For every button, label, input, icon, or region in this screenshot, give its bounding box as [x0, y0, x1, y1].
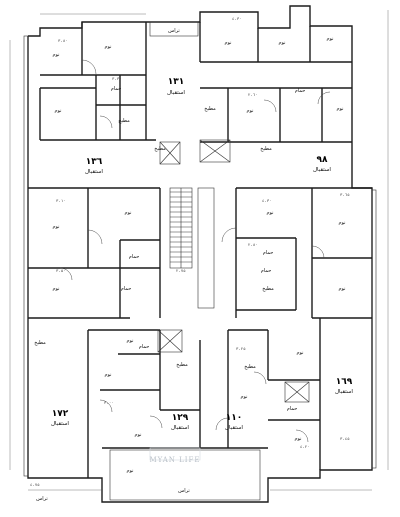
terrace-label: تراس	[36, 496, 48, 502]
dim-value: ٢.٨٠	[248, 242, 258, 247]
kitchen-label: مطبخ	[176, 362, 188, 368]
kitchen-label: مطبخ	[34, 340, 46, 346]
room-labels: نوم نوم نوم نوم نوم نوم نوم نوم نوم نوم …	[52, 36, 345, 474]
room-label: نوم	[338, 286, 345, 292]
dim-value: ٣.٨٠	[58, 38, 68, 43]
room-label: نوم	[224, 40, 231, 46]
kitchen-label: مطبخ	[154, 146, 166, 152]
unit-sub: استقبال	[167, 90, 185, 96]
dim-value: ٢.٦٠	[248, 92, 258, 97]
bath-label: حمام	[111, 86, 122, 92]
unit-area: ٩٨	[317, 155, 328, 165]
bath-label: حمام	[129, 254, 140, 260]
upper-walls	[39, 21, 352, 165]
dim-value: ٤.٣٠	[262, 198, 272, 203]
unit-area: ١٣٦	[86, 157, 103, 167]
room-label: نوم	[296, 350, 303, 356]
watermark: MYAN LIFE	[149, 447, 201, 464]
room-label: نوم	[294, 436, 301, 442]
bath-label: حمام	[139, 344, 150, 350]
room-label: نوم	[134, 432, 141, 438]
room-label: نوم	[54, 108, 61, 114]
dim-value: ٢.٧٥	[176, 268, 186, 273]
bath-label: حمام	[287, 406, 298, 412]
unit-sub: استقبال	[313, 167, 331, 173]
unit-areas: ١٣٦ استقبال ١٣١ استقبال ٩٨ استقبال ١٦٩ ا…	[51, 77, 353, 431]
lower-walls	[87, 318, 321, 501]
bath-label: حمام	[121, 286, 132, 292]
room-label: نوم	[240, 394, 247, 400]
kitchen-label: مطبخ	[244, 364, 256, 370]
unit-sub: استقبال	[51, 421, 69, 427]
dim-value: ٣.٠٠	[104, 400, 114, 405]
kitchen-label: مطبخ	[260, 146, 272, 152]
room-label: نوم	[104, 372, 111, 378]
kitchen-label: مطبخ	[118, 118, 130, 124]
room-label: نوم	[52, 224, 59, 230]
dim-value: ٣.٥٠	[56, 268, 66, 273]
room-label: نوم	[278, 40, 285, 46]
bath-label: حمام	[295, 88, 306, 94]
watermark-text: MYAN LIFE	[149, 456, 200, 464]
room-label: نوم	[266, 210, 273, 216]
unit-area: ١١٠	[226, 413, 242, 423]
dim-value: ٣.٤٥	[340, 436, 350, 441]
room-label: نوم	[338, 220, 345, 226]
bath-labels: حمام حمام حمام حمام حمام حمام حمام حمام	[111, 86, 306, 412]
dimension-lines	[9, 10, 389, 491]
bath-label: حمام	[261, 268, 272, 274]
unit-sub: استقبال	[171, 425, 189, 431]
dimension-values: ٣.٨٠ ٤.٣٠ ٣.٣٠ ٢.٦٠ ٣.١٠ ٤.٣٠ ٣.٥٠ ٢.٨٠ …	[30, 16, 350, 487]
stair-steps	[170, 191, 192, 263]
dim-value: ٣.٢٥	[236, 346, 246, 351]
dim-value: ٣.١٠	[56, 198, 66, 203]
kitchen-label: مطبخ	[262, 286, 274, 292]
dim-value: ٤.٣٠	[232, 16, 242, 21]
room-label: نوم	[52, 52, 59, 58]
room-label: نوم	[52, 286, 59, 292]
dim-value: ٤.٢٠	[300, 444, 310, 449]
room-label: نوم	[104, 44, 111, 50]
room-label: نوم	[126, 468, 133, 474]
room-label: نوم	[326, 36, 333, 42]
kitchen-label: مطبخ	[204, 106, 216, 112]
unit-sub: استقبال	[225, 425, 243, 431]
room-label: نوم	[336, 106, 343, 112]
unit-area: ١٦٩	[336, 377, 353, 387]
unit-sub: استقبال	[335, 389, 353, 395]
unit-area: ١٧٢	[52, 409, 69, 419]
middle-walls	[28, 187, 372, 319]
doors	[59, 59, 331, 443]
kitchen-labels: مطبخ مطبخ مطبخ مطبخ مطبخ مطبخ مطبخ مطبخ	[34, 106, 274, 370]
room-label: نوم	[246, 108, 253, 114]
dim-value: ٤.٧٥	[30, 482, 40, 487]
room-label: نوم	[124, 210, 131, 216]
unit-sub: استقبال	[85, 169, 103, 175]
unit-area: ١٢٩	[172, 413, 189, 423]
dim-value: ٣.٦٥	[340, 192, 350, 197]
unit-area: ١٣١	[168, 77, 184, 87]
terrace-label: تراس	[168, 28, 180, 34]
terrace-label: تراس	[178, 488, 190, 494]
room-label: نوم	[126, 338, 133, 344]
terrace-labels: تراس تراس تراس	[36, 28, 190, 502]
bath-label: حمام	[263, 250, 274, 256]
dim-value: ٣.٣٠	[112, 76, 122, 81]
